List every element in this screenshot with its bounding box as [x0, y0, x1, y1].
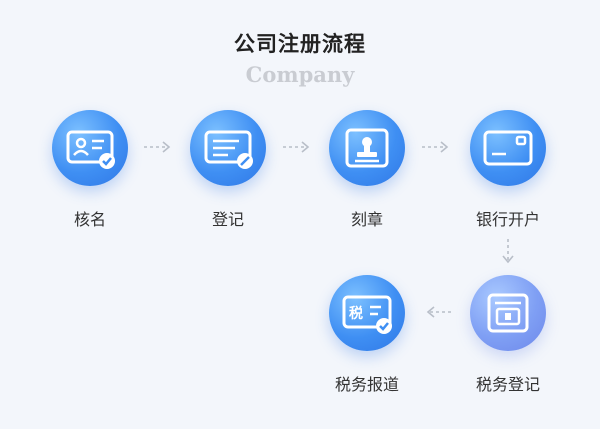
tax-register-icon [487, 293, 529, 333]
page-title: 公司注册流程 [234, 32, 366, 56]
step-label: 登记 [211, 210, 244, 229]
id-card-check-icon [66, 130, 115, 169]
bank-card-icon [483, 130, 533, 166]
flow-arrow-right [422, 141, 449, 153]
page-subtitle: Company [245, 62, 355, 87]
step-label: 刻章 [350, 210, 383, 229]
step-label: 税务登记 [475, 375, 540, 394]
stamp-icon [345, 128, 389, 168]
step-circle [329, 110, 405, 186]
step-circle [470, 110, 546, 186]
flow-arrow-left [426, 306, 453, 318]
step-circle: 税 [329, 275, 405, 351]
step-label: 银行开户 [475, 210, 540, 229]
step-circle [190, 110, 266, 186]
flow-arrow-right [283, 141, 310, 153]
tax-report-icon: 税 [342, 295, 392, 334]
step-circle [52, 110, 128, 186]
step-label: 核名 [73, 210, 106, 229]
tax-badge-text: 税 [349, 305, 363, 322]
flow-arrow-down [502, 239, 514, 264]
step-circle [470, 275, 546, 351]
step-label: 税务报道 [334, 375, 399, 394]
form-edit-icon [204, 130, 253, 169]
flow-arrow-right [144, 141, 171, 153]
